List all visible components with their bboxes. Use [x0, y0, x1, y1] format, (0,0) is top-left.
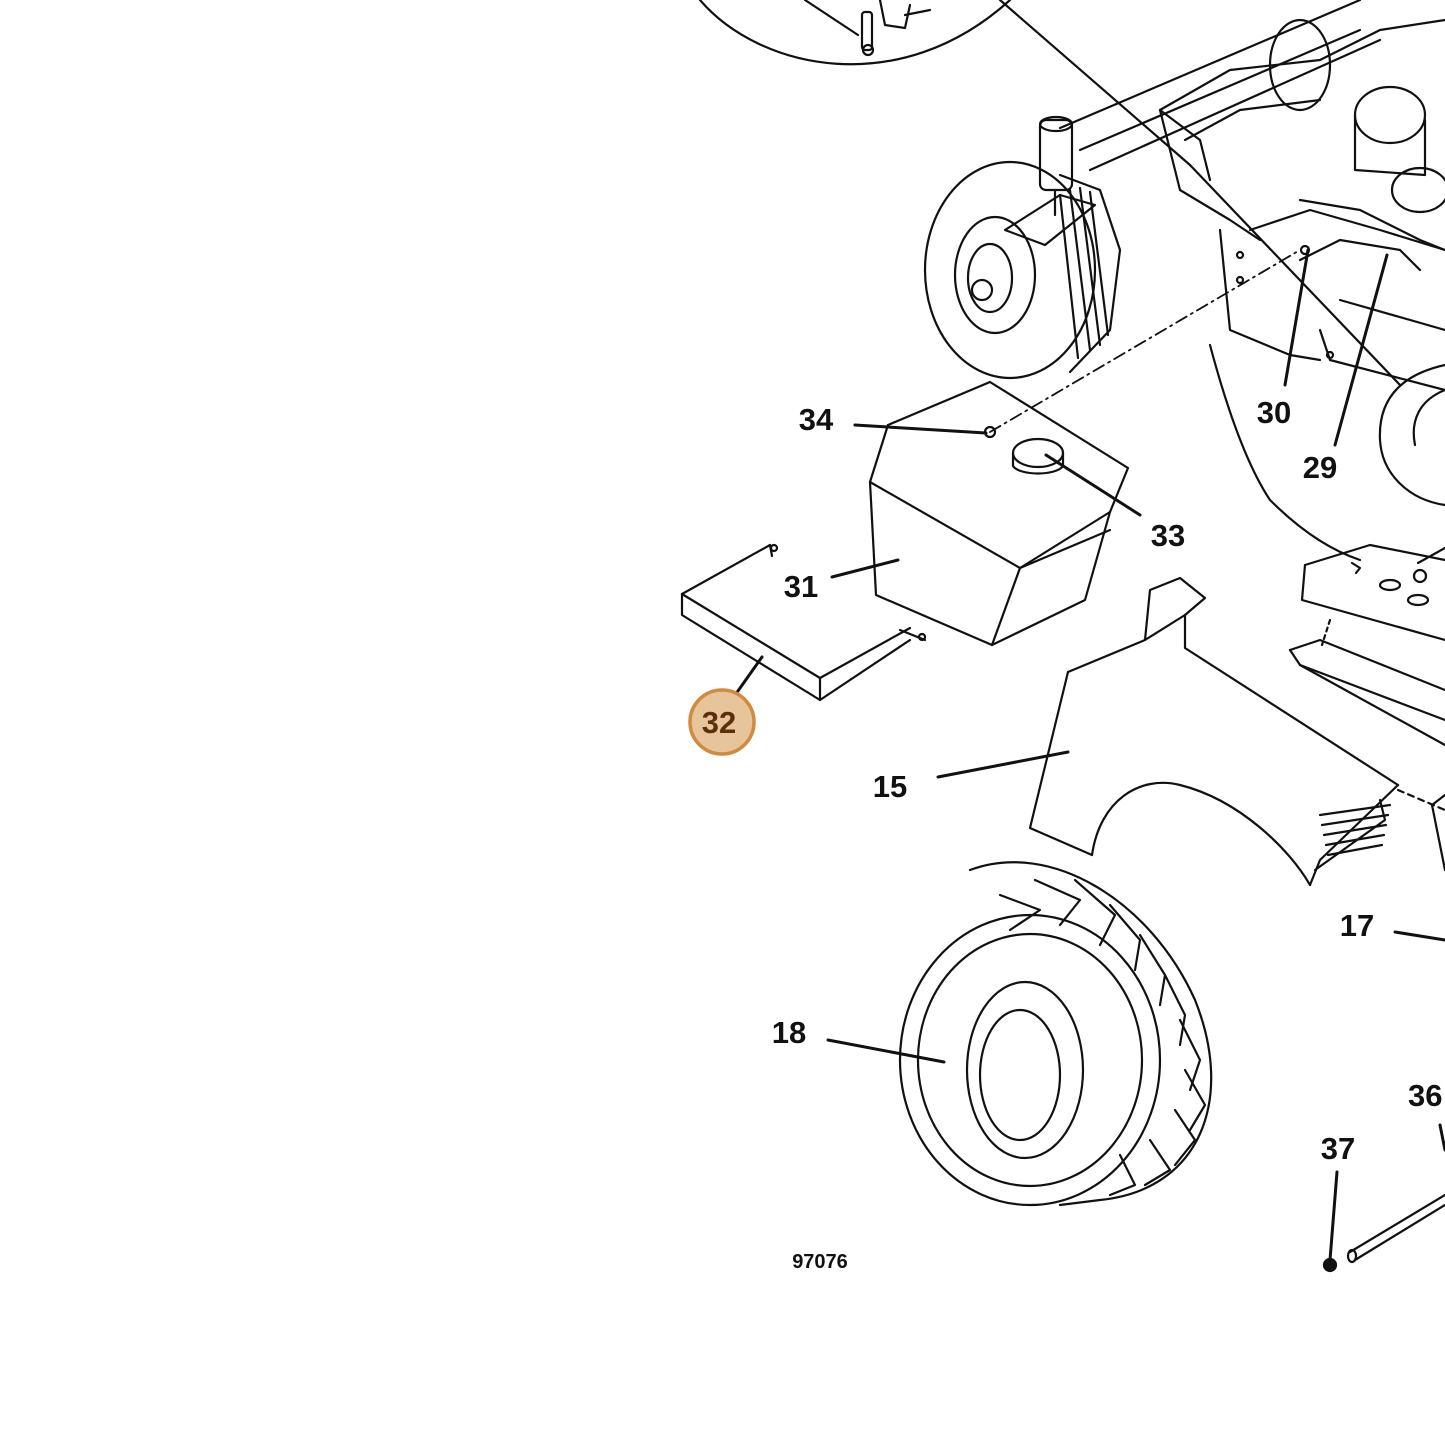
fuel-tank	[868, 380, 1130, 647]
leader-34	[853, 423, 988, 435]
leader-15	[936, 750, 1070, 779]
pin-37	[1322, 1257, 1338, 1273]
leader-lines	[731, 248, 1445, 1262]
figure-id: 97076	[792, 1251, 848, 1273]
callout-32: 32	[702, 705, 736, 740]
leader-29	[1333, 253, 1389, 447]
leader-37	[1328, 1170, 1339, 1262]
callout-30: 30	[1257, 395, 1291, 430]
callout-29: 29	[1303, 450, 1337, 485]
leader-top-1	[998, 0, 1192, 167]
leader-top-2	[1188, 163, 1402, 387]
callout-37: 37	[1321, 1131, 1355, 1166]
callout-15: 15	[873, 769, 907, 804]
leader-33	[1044, 453, 1142, 517]
axle-rod	[1346, 1193, 1445, 1264]
leader-18	[826, 1038, 946, 1064]
console-panel	[1288, 543, 1445, 872]
callout-17: 17	[1340, 908, 1374, 943]
callout-18: 18	[772, 1015, 806, 1050]
front-caster-wheel	[923, 160, 1122, 380]
callout-34: 34	[799, 402, 834, 437]
detail-inset-circle	[698, 0, 1012, 66]
rear-tire	[898, 861, 1213, 1207]
fuel-hose	[1208, 343, 1362, 562]
leader-31	[830, 558, 900, 579]
leader-36	[1438, 1123, 1445, 1152]
leader-30	[1283, 248, 1310, 387]
callout-31: 31	[784, 569, 818, 604]
highlight-marker	[688, 688, 756, 756]
pulley	[1378, 363, 1445, 507]
leader-17	[1393, 930, 1445, 942]
callout-36: 36	[1408, 1078, 1442, 1113]
fender	[1028, 576, 1445, 887]
frame-tube	[1038, 0, 1382, 192]
callout-33: 33	[1151, 518, 1185, 553]
leader-32	[731, 655, 764, 700]
centerline	[989, 249, 1301, 433]
tank-strap	[680, 543, 927, 702]
